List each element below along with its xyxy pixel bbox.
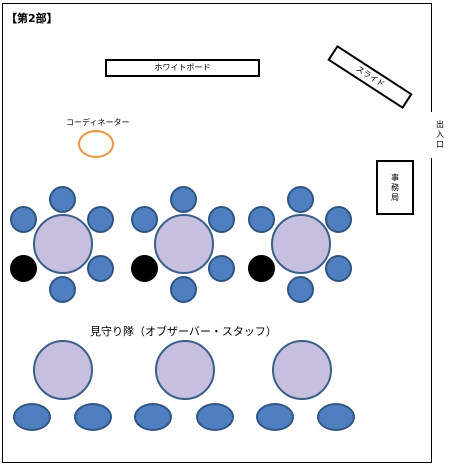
page-title: 【第2部】 [6,12,58,25]
participant-seat [287,186,314,213]
observer-seat [256,403,294,431]
participant-seat [49,276,76,303]
coordinator-seat [78,130,114,158]
whiteboard: ホワイトボード [105,59,260,77]
participant-seat [49,186,76,213]
participant-seat [170,276,197,303]
observer-seat [317,403,355,431]
observer-table [155,340,215,400]
participant-seat [131,206,158,233]
room-outline [2,3,432,463]
participant-seat [87,255,114,282]
participant-seat [208,255,235,282]
participant-seat [287,276,314,303]
participant-seat [208,206,235,233]
observer-seat [13,403,51,431]
dark-seat [10,255,37,282]
observer-table [272,340,332,400]
observer-seat [134,403,172,431]
participant-table [271,214,331,274]
observer-seat [74,403,112,431]
observer-seat [196,403,234,431]
coordinator-label: コーディネーター [66,118,130,127]
participant-table [154,214,214,274]
participant-seat [170,186,197,213]
office-box: 事務局 [376,160,414,215]
dark-seat [131,255,158,282]
participant-seat [10,206,37,233]
participant-table [33,214,93,274]
observer-label: 見守り隊（オブザーバー・スタッフ） [90,325,277,338]
participant-seat [248,206,275,233]
participant-seat [325,255,352,282]
observer-table [33,340,93,400]
dark-seat [248,255,275,282]
office-label: 事務局 [391,172,399,202]
door-opening [428,112,438,158]
exit-label: 出入口 [436,120,444,149]
participant-seat [325,206,352,233]
participant-seat [87,206,114,233]
